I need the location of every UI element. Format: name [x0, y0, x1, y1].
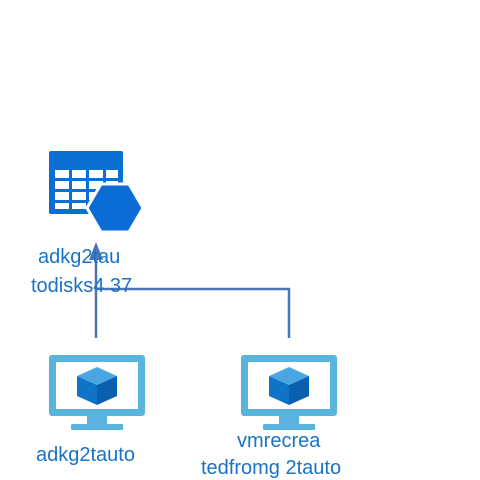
disk-node-label-line1: adkg2tau	[38, 246, 121, 268]
vm-right-label-line1: vmrecrea	[237, 430, 321, 452]
disk-node-label-line2: todisks4 37	[31, 275, 133, 297]
table-with-hexagon-icon	[49, 151, 145, 234]
cube-icon	[77, 367, 117, 405]
virtual-machine-monitor-icon	[49, 355, 145, 430]
virtual-machine-monitor-icon	[241, 355, 337, 430]
vm-left-label: adkg2tauto	[36, 444, 135, 466]
connector-right	[96, 287, 291, 338]
hexagon-icon	[85, 182, 145, 234]
disk-node-label: adkg2tau	[38, 245, 120, 269]
vm-right-label-line2: tedfromg 2tauto	[201, 457, 342, 479]
connectors	[94, 256, 291, 338]
arrowhead-icon	[89, 242, 103, 260]
disk-node-label-2: todisks4 37	[31, 274, 132, 298]
cube-icon	[269, 367, 309, 405]
